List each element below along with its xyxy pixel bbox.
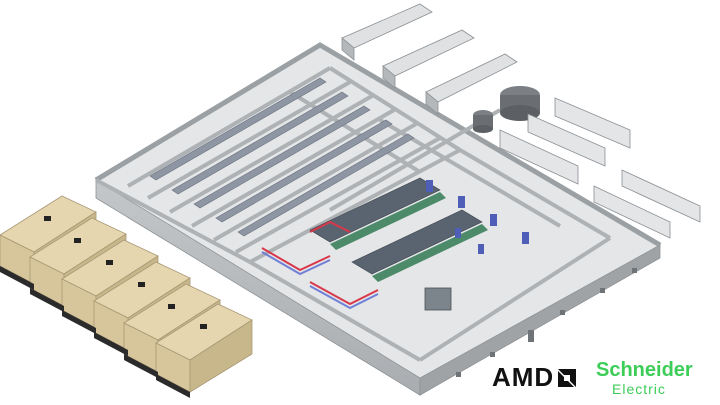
schneider-electric-logo: Schneider Electric — [596, 360, 693, 396]
wall-openings — [426, 180, 529, 254]
server-racks — [261, 177, 488, 311]
schneider-logo-line2: Electric — [612, 381, 666, 397]
chillers-top — [341, 3, 518, 115]
chiller-icon — [341, 3, 433, 49]
chiller-icon — [527, 113, 606, 167]
equipment-rows — [149, 77, 415, 237]
building-wall-back — [94, 42, 662, 248]
amd-logo: AMD — [492, 362, 578, 393]
chillers-right — [499, 97, 701, 239]
chiller-icon — [554, 97, 631, 149]
chiller-icon — [382, 29, 475, 77]
amd-arrow-icon — [558, 368, 577, 387]
chiller-icon — [593, 185, 671, 239]
schneider-logo-line1: Schneider — [596, 359, 693, 381]
building-wall-right — [419, 244, 661, 396]
amd-logo-text: AMD — [492, 362, 555, 392]
chiller-icon — [499, 129, 579, 185]
chiller-icon — [621, 169, 701, 223]
generators — [0, 195, 253, 398]
generator-icon — [155, 303, 253, 393]
internal-walls — [95, 66, 612, 362]
front-windows — [456, 268, 637, 377]
